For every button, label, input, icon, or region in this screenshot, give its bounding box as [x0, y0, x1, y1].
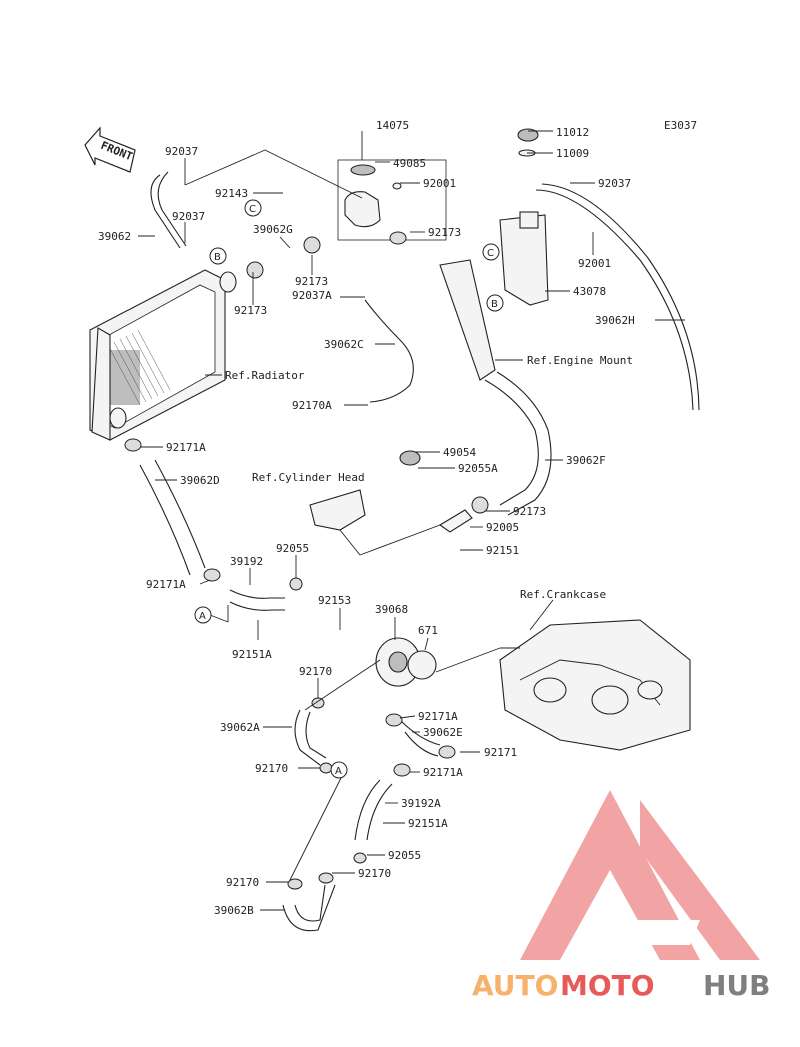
watermark-moto: MOTO — [560, 969, 655, 1002]
crankcase — [499, 619, 691, 751]
label-11012: 11012 — [556, 126, 589, 139]
hose-39062d — [139, 464, 191, 576]
label-92037a: 92037A — [292, 289, 332, 302]
label-92037-right: 92037 — [598, 177, 631, 190]
cylinder-head-fragment — [309, 489, 366, 531]
label-92055a: 92055A — [458, 462, 498, 475]
ref-cylinder-head: Ref.Cylinder Head — [252, 471, 365, 484]
water-pump — [375, 637, 437, 687]
label-92153: 92153 — [318, 594, 351, 607]
reservoir-tank — [499, 128, 549, 306]
thermostat-cap — [399, 450, 421, 466]
label-92170a: 92170A — [292, 399, 332, 412]
label-671: 671 — [418, 624, 438, 637]
label-39062f: 39062F — [566, 454, 606, 467]
label-92001-a: 92001 — [423, 177, 456, 190]
svg-text:C: C — [249, 204, 256, 215]
hose-39062f — [484, 379, 539, 506]
pipe-39192 — [229, 589, 285, 599]
svg-text:B: B — [214, 252, 221, 263]
circle-c-1: C — [244, 199, 262, 217]
label-92151a-b: 92151A — [408, 817, 448, 830]
ref-radiator: Ref.Radiator — [225, 369, 305, 382]
svg-text:A: A — [335, 766, 342, 777]
thermostat — [438, 509, 473, 533]
label-49054: 49054 — [443, 446, 476, 459]
pipe-39192a — [354, 779, 381, 841]
label-92173-d: 92173 — [513, 505, 546, 518]
label-92170-c: 92170 — [226, 876, 259, 889]
engine-mount-bracket — [439, 259, 496, 381]
label-92171: 92171 — [484, 746, 517, 759]
label-92037-b: 92037 — [172, 210, 205, 223]
label-92143: 92143 — [215, 187, 248, 200]
hose-39062 — [150, 174, 181, 249]
label-92037-top: 92037 — [165, 145, 198, 158]
label-92173-b: 92173 — [295, 275, 328, 288]
watermark-hub: HUB — [703, 969, 771, 1002]
label-92173-c: 92173 — [234, 304, 267, 317]
label-11009: 11009 — [556, 147, 589, 160]
label-92171a-a: 92171A — [166, 441, 206, 454]
label-49085: 49085 — [393, 157, 426, 170]
label-92171a-d: 92171A — [423, 766, 463, 779]
label-92170-d: 92170 — [358, 867, 391, 880]
hose-39062h — [535, 189, 694, 411]
circle-a-2: A — [330, 761, 348, 779]
label-92151a-a: 92151A — [232, 648, 272, 661]
label-92055-a: 92055 — [276, 542, 309, 555]
label-92001-b: 92001 — [578, 257, 611, 270]
label-39192a: 39192A — [401, 797, 441, 810]
label-14075: 14075 — [376, 119, 409, 132]
leader-lines — [138, 130, 685, 911]
label-92171a-c: 92171A — [418, 710, 458, 723]
hose-39062a — [294, 709, 321, 766]
label-43078: 43078 — [573, 285, 606, 298]
label-39062h: 39062H — [595, 314, 635, 327]
thermostat-housing — [344, 164, 402, 228]
label-39062e: 39062E — [423, 726, 463, 739]
label-92171a-b: 92171A — [146, 578, 186, 591]
label-92173-a: 92173 — [428, 226, 461, 239]
circle-b-1: B — [209, 247, 227, 265]
hose-39062b — [294, 884, 326, 922]
label-92170-b: 92170 — [255, 762, 288, 775]
svg-text:A: A — [199, 611, 206, 622]
label-39062d: 39062D — [180, 474, 220, 487]
watermark-logo — [520, 790, 760, 960]
ref-engine-mount: Ref.Engine Mount — [527, 354, 633, 367]
label-39192: 39192 — [230, 555, 263, 568]
clamps — [124, 231, 489, 890]
svg-text:B: B — [491, 299, 498, 310]
circle-c-2: C — [482, 243, 500, 261]
circle-b-2: B — [486, 294, 504, 312]
ref-crankcase: Ref.Crankcase — [520, 588, 606, 601]
hose-39062c — [364, 299, 414, 403]
svg-text:C: C — [487, 248, 494, 259]
label-39062c: 39062C — [324, 338, 364, 351]
front-arrow-icon — [84, 126, 136, 173]
label-92151: 92151 — [486, 544, 519, 557]
label-92005: 92005 — [486, 521, 519, 534]
watermark-auto: AUTO — [472, 969, 558, 1002]
radiator — [89, 269, 237, 441]
label-92055-b: 92055 — [388, 849, 421, 862]
label-39062g: 39062G — [253, 223, 293, 236]
circle-a-1: A — [194, 606, 212, 624]
label-92170-a: 92170 — [299, 665, 332, 678]
diagram-code: E3037 — [664, 119, 697, 132]
label-39062: 39062 — [98, 230, 131, 243]
hose-39062e — [399, 719, 441, 746]
label-39062a: 39062A — [220, 721, 260, 734]
label-39068: 39068 — [375, 603, 408, 616]
label-39062b: 39062B — [214, 904, 254, 917]
